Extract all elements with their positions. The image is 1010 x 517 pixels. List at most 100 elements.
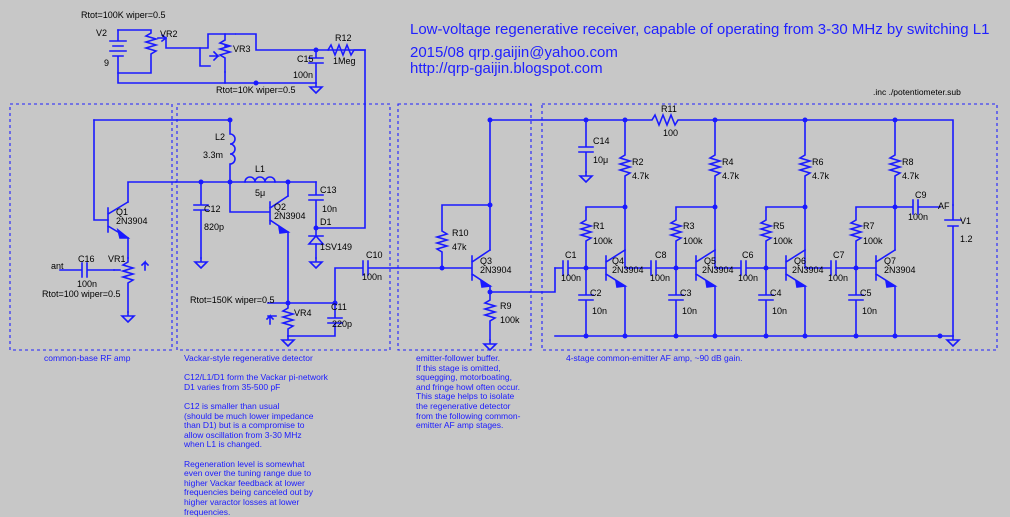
c12-value: 820p — [204, 222, 224, 232]
c14-label: C14 — [593, 136, 610, 146]
c1-label: C1 — [565, 250, 577, 260]
q1-value: 2N3904 — [116, 216, 148, 226]
c7-value: 100n — [828, 273, 848, 283]
v1-value: 1.2 — [960, 234, 973, 244]
vr1-param-label: Rtot=100 wiper=0.5 — [42, 289, 121, 299]
rf-amp-box — [9, 103, 173, 351]
c11-label: C11 — [331, 302, 347, 312]
af-amp-box — [541, 103, 998, 351]
c4-label: C4 — [770, 288, 782, 298]
buffer-box — [397, 103, 532, 351]
q3-value: 2N3904 — [480, 265, 512, 275]
component-labels: Rtot=100K wiper=0.5 V2 9 VR2 VR3 Rtot=10… — [42, 10, 973, 329]
l2-label: L2 — [215, 132, 225, 142]
r7-value: 100k — [863, 236, 883, 246]
rf-amp-circuit — [59, 119, 231, 323]
l1-value: 5μ — [255, 188, 265, 198]
c5-value: 10n — [862, 306, 877, 316]
c12-label: C12 — [204, 204, 221, 214]
r1-value: 100k — [593, 236, 613, 246]
q1-label: Q1 — [116, 207, 128, 217]
detector-box — [176, 103, 391, 351]
c1-value: 100n — [561, 273, 581, 283]
c5-label: C5 — [860, 288, 872, 298]
schematic-title: Low-voltage regenerative receiver, capab… — [410, 21, 990, 38]
c10-value: 100n — [362, 272, 382, 282]
vr1-label: VR1 — [108, 254, 126, 264]
r7-label: R7 — [863, 221, 875, 231]
c9-label: C9 — [915, 190, 927, 200]
c4-value: 10n — [772, 306, 787, 316]
vr4-label: VR4 — [294, 308, 312, 318]
l1-label: L1 — [255, 164, 265, 174]
af-amp-circuit — [489, 112, 962, 347]
c8-label: C8 — [655, 250, 667, 260]
q3-label: Q3 — [480, 256, 492, 266]
supply-section — [109, 29, 366, 229]
schematic-canvas: Rtot=100K wiper=0.5 V2 9 VR2 VR3 Rtot=10… — [9, 10, 998, 351]
v1-label: V1 — [960, 216, 971, 226]
c10-label: C10 — [366, 250, 383, 260]
c15-label: C15 — [297, 54, 314, 64]
detector-note: Vackar-style regenerative detector C12/L… — [184, 353, 328, 517]
l2-value: 3.3m — [203, 150, 223, 160]
q5-label: Q5 — [704, 256, 716, 266]
r3-value: 100k — [683, 236, 703, 246]
q7-value: 2N3904 — [884, 265, 916, 275]
buffer-note: emitter-follower buffer. If this stage i… — [416, 353, 521, 431]
r2-label: R2 — [632, 157, 644, 167]
r11-value: 100 — [663, 128, 678, 138]
vr2-param-label: Rtot=100K wiper=0.5 — [81, 10, 166, 20]
c7-label: C7 — [833, 250, 845, 260]
r12-value: 1Meg — [333, 56, 356, 66]
r8-label: R8 — [902, 157, 914, 167]
r10-value: 47k — [452, 242, 467, 252]
r10-label: R10 — [452, 228, 469, 238]
vr3-label: VR3 — [233, 44, 251, 54]
q6-label: Q6 — [794, 256, 806, 266]
c2-value: 10n — [592, 306, 607, 316]
d1-value: 1SV149 — [320, 242, 352, 252]
c15-value: 100n — [293, 70, 313, 80]
q4-value: 2N3904 — [612, 265, 644, 275]
q5-value: 2N3904 — [702, 265, 734, 275]
vr3-param-label: Rtot=10K wiper=0.5 — [216, 85, 296, 95]
detector-circuit — [175, 117, 443, 347]
v2-value: 9 — [104, 58, 109, 68]
buffer-circuit — [434, 117, 556, 351]
r9-label: R9 — [500, 301, 512, 311]
r5-value: 100k — [773, 236, 793, 246]
q2-value: 2N3904 — [274, 211, 306, 221]
ant-label: ant — [51, 261, 64, 271]
c6-value: 100n — [738, 273, 758, 283]
q7-label: Q7 — [884, 256, 896, 266]
r3-label: R3 — [683, 221, 695, 231]
c16-value: 100n — [77, 279, 97, 289]
spice-include-directive: .inc ./potentiometer.sub — [873, 87, 961, 97]
c13-value: 10n — [322, 204, 337, 214]
v2-label: V2 — [96, 28, 107, 38]
r4-label: R4 — [722, 157, 734, 167]
r9-value: 100k — [500, 315, 520, 325]
rf-amp-note: common-base RF amp — [44, 353, 131, 363]
vr4-param-label: Rtot=150K wiper=0.5 — [190, 295, 275, 305]
c16-label: C16 — [78, 254, 95, 264]
r1-label: R1 — [593, 221, 605, 231]
author-email: 2015/08 qrp.gaijin@yahoo.com — [410, 44, 618, 61]
q2-label: Q2 — [274, 202, 286, 212]
r2-value: 4.7k — [632, 171, 650, 181]
r5-label: R5 — [773, 221, 785, 231]
c13-label: C13 — [320, 185, 337, 195]
c11-value: 220p — [332, 319, 352, 329]
r6-label: R6 — [812, 157, 824, 167]
r12-label: R12 — [335, 33, 352, 43]
c3-value: 10n — [682, 306, 697, 316]
c3-label: C3 — [680, 288, 692, 298]
c8-value: 100n — [650, 273, 670, 283]
blog-url: http://qrp-gaijin.blogspot.com — [410, 60, 603, 77]
d1-label: D1 — [320, 217, 332, 227]
vr2-label: VR2 — [160, 29, 178, 39]
af-output-label: AF — [938, 201, 950, 211]
r4-value: 4.7k — [722, 171, 740, 181]
q6-value: 2N3904 — [792, 265, 824, 275]
